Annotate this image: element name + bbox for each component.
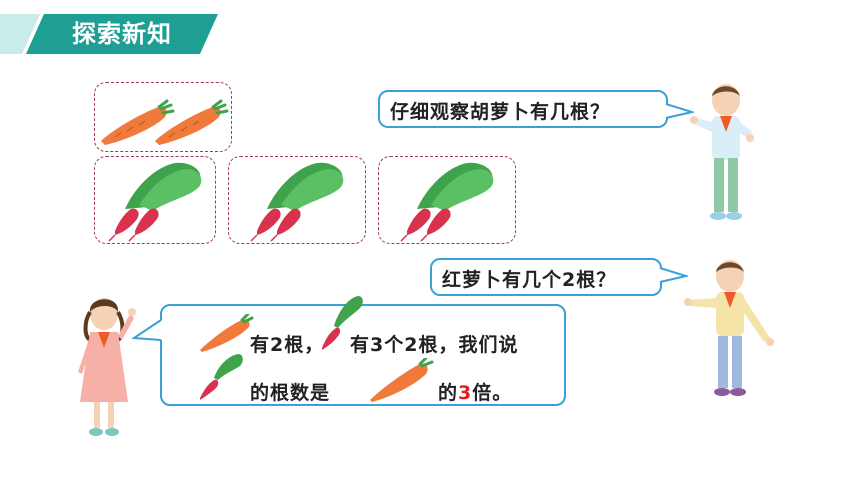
answer-text-2b: 的3倍。: [438, 378, 512, 405]
answer-text-1b: 有3个2根，我们说: [350, 334, 519, 356]
radish-icon: [108, 162, 202, 242]
question-text-1: 仔细观察胡萝卜有几根？: [390, 101, 611, 123]
answer-text-2b-prefix: 的: [438, 382, 459, 404]
radish-group-1: [94, 156, 216, 244]
question-bubble-2: [430, 258, 662, 296]
carrot-icon: [370, 358, 434, 402]
question-text-2: 红萝卜有几个2根？: [442, 269, 617, 291]
answer-bubble: [160, 304, 566, 406]
radish-icon: [200, 354, 243, 400]
section-title: 探索新知: [72, 20, 172, 48]
answer-text-2a: 的根数是: [250, 382, 331, 404]
radish-icon: [250, 162, 344, 242]
multiple-number: 3: [458, 382, 473, 404]
carrot-icon: [101, 99, 229, 145]
bubble-tail: [658, 267, 688, 283]
radish-group-3: [378, 156, 516, 244]
radish-icon: [322, 296, 363, 350]
boy-figure: [684, 260, 774, 396]
girl-figure: [78, 298, 136, 436]
answer-text-1a: 有2根，: [250, 334, 325, 356]
carrot-group: [94, 82, 232, 152]
section-header: 探索新知: [0, 14, 218, 54]
answer-text-2b-suffix: 倍。: [472, 382, 513, 404]
question-bubble-1: [378, 90, 668, 128]
radish-group-2: [228, 156, 366, 244]
radish-icon: [400, 162, 494, 242]
bubble-tail: [664, 103, 694, 119]
bubble-tail: [132, 319, 162, 341]
header-band-shape: [0, 14, 218, 54]
boy-figure: [690, 84, 754, 220]
carrot-icon: [200, 314, 254, 352]
